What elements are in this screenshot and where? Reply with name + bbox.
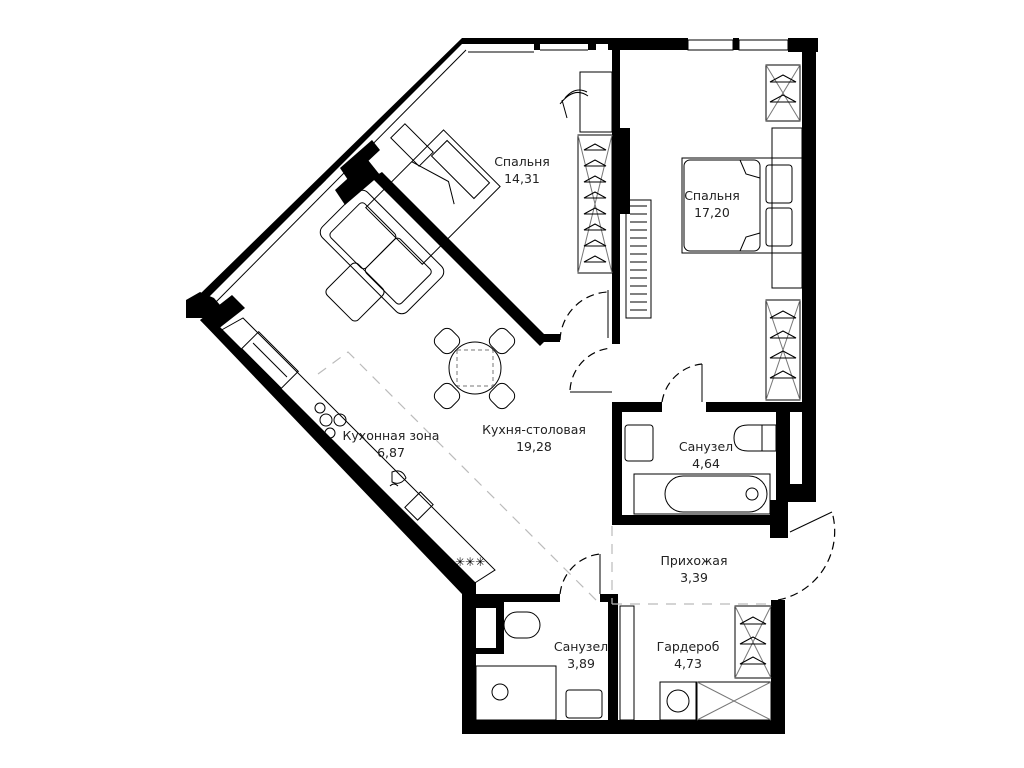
room-area: 4,64 [692, 456, 720, 471]
room-area: 6,87 [377, 445, 405, 460]
room-label-bedroom-2: Спальня 17,20 [684, 187, 740, 221]
doors [559, 290, 836, 601]
svg-text:✳✳✳: ✳✳✳ [455, 555, 485, 569]
hanger-icons [583, 143, 607, 263]
room-area: 3,89 [567, 656, 595, 671]
room-area: 14,31 [504, 171, 540, 186]
room-name: Спальня [494, 154, 550, 169]
room-name: Прихожая [660, 553, 728, 568]
room-label-bathroom-2: Санузел 3,89 [554, 638, 608, 672]
room-area: 4,73 [674, 656, 702, 671]
living-furniture [319, 189, 445, 322]
bathroom-1-fixtures [624, 424, 777, 515]
bedroom-1-furniture [365, 71, 613, 274]
room-name: Санузел [678, 439, 734, 454]
room-label-hallway: Прихожая 3,39 [661, 552, 728, 586]
walls [186, 38, 818, 734]
bedroom-2-furniture [625, 64, 803, 401]
room-label-kitchen-zone: Кухонная зона 6,87 [343, 427, 440, 461]
kitchen-counter: ✳✳✳ [217, 317, 496, 587]
room-name: Кухонная зона [342, 428, 440, 443]
room-name: Гардероб [656, 639, 720, 654]
room-area: 17,20 [694, 205, 730, 220]
bathroom-2-fixtures [475, 611, 603, 721]
room-label-wardrobe: Гардероб 4,73 [657, 638, 720, 672]
wardrobe-fixtures [619, 605, 772, 721]
room-name: Спальня [684, 188, 740, 203]
room-area: 3,39 [680, 570, 708, 585]
room-area: 19,28 [516, 439, 552, 454]
room-label-kitchen-dining: Кухня-столовая 19,28 [482, 421, 586, 455]
room-label-bathroom-1: Санузел 4,64 [679, 438, 733, 472]
dining-table [433, 327, 516, 410]
room-name: Санузел [553, 639, 609, 654]
room-label-bedroom-1: Спальня 14,31 [494, 153, 550, 187]
room-name: Кухня-столовая [482, 422, 586, 437]
